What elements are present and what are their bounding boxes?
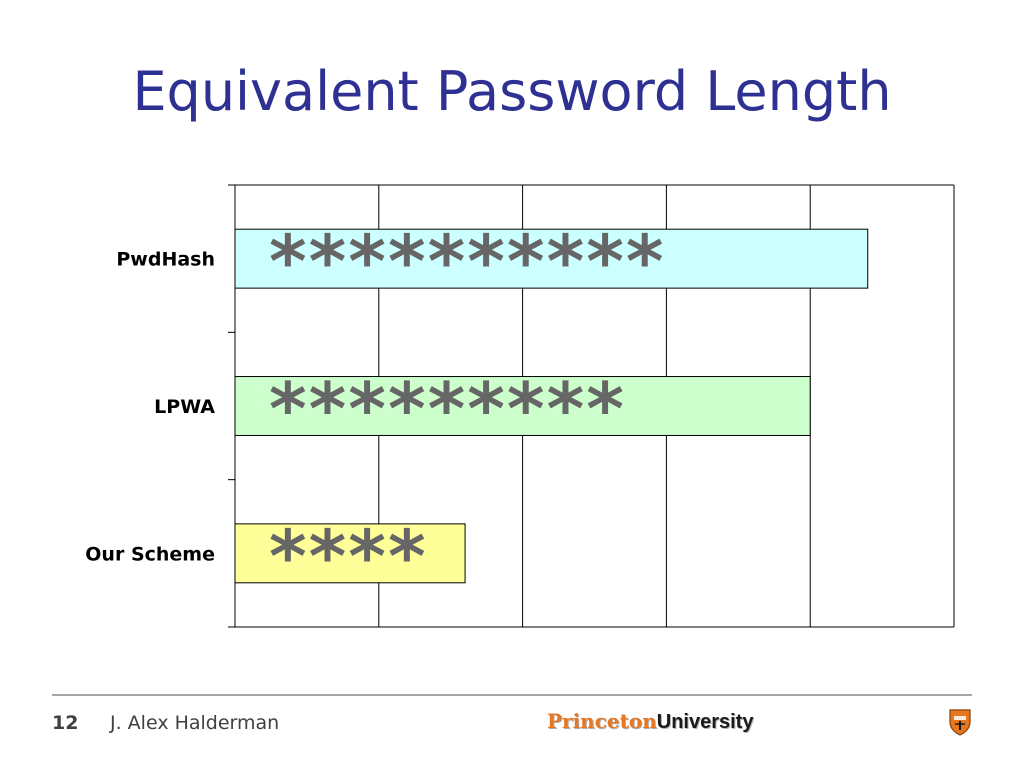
princeton-shield-icon [949, 709, 971, 736]
author-name: J. Alex Halderman [110, 712, 280, 734]
category-label: PwdHash [116, 249, 215, 271]
category-label: LPWA [154, 396, 215, 418]
page-number: 12 [52, 712, 79, 734]
bar-data-label: **** [269, 514, 428, 598]
chart-bars: *********************** [234, 220, 869, 598]
bar-pwdhash [234, 228, 869, 289]
bar-data-label: ********** [269, 220, 666, 304]
footer-divider [52, 694, 972, 696]
bar-our-scheme [234, 523, 466, 584]
logo-princeton: Princeton [547, 709, 657, 733]
category-label: Our Scheme [85, 543, 215, 565]
bar-lpwa [234, 376, 811, 436]
princeton-university-logo: PrincetonUniversity [547, 709, 753, 734]
slide-title: Equivalent Password Length [132, 60, 892, 123]
bar-data-label: ********* [269, 367, 626, 451]
logo-university: University [656, 711, 754, 733]
